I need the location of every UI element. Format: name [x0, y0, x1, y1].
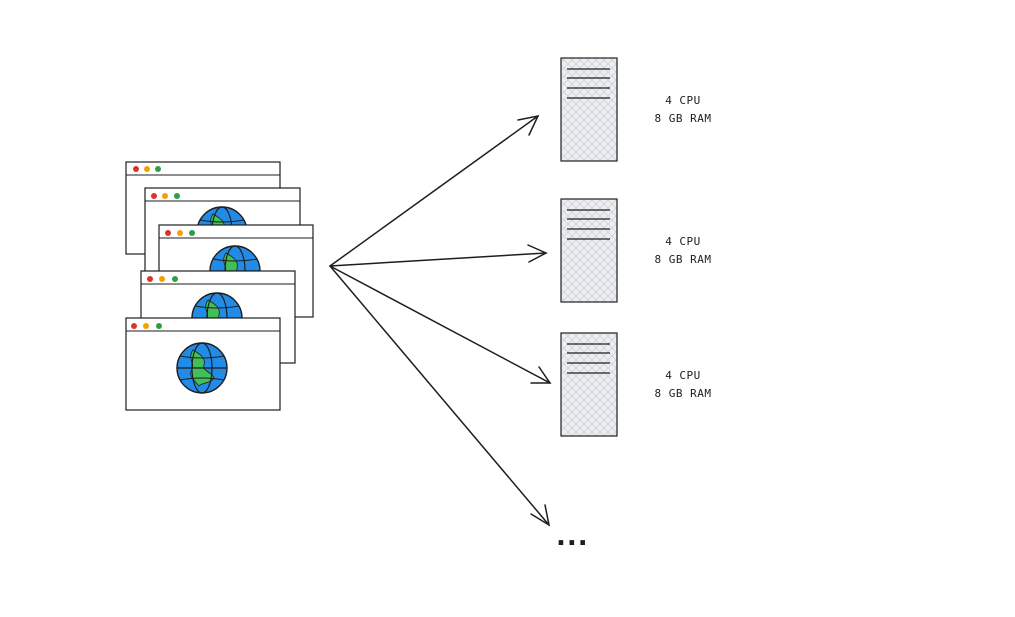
ram-label: 8 GB RAM [654, 253, 712, 266]
arrow-to-more [329, 265, 551, 527]
arrow-to-server-1 [329, 114, 540, 267]
server-2 [560, 198, 618, 303]
server-1 [560, 57, 618, 162]
globe-icon [176, 342, 228, 394]
arrow-to-server-3 [329, 265, 552, 384]
more-servers-indicator: ... [556, 522, 589, 552]
browser-window [125, 317, 281, 411]
server-1-spec: 4 CPU 8 GB RAM [628, 92, 738, 128]
server-3 [560, 332, 618, 437]
ram-label: 8 GB RAM [654, 387, 712, 400]
server-3-spec: 4 CPU 8 GB RAM [628, 367, 738, 403]
cpu-label: 4 CPU [665, 94, 701, 107]
ram-label: 8 GB RAM [654, 112, 712, 125]
arrow-to-server-2 [329, 244, 548, 267]
cpu-label: 4 CPU [665, 369, 701, 382]
server-2-spec: 4 CPU 8 GB RAM [628, 233, 738, 269]
cpu-label: 4 CPU [665, 235, 701, 248]
